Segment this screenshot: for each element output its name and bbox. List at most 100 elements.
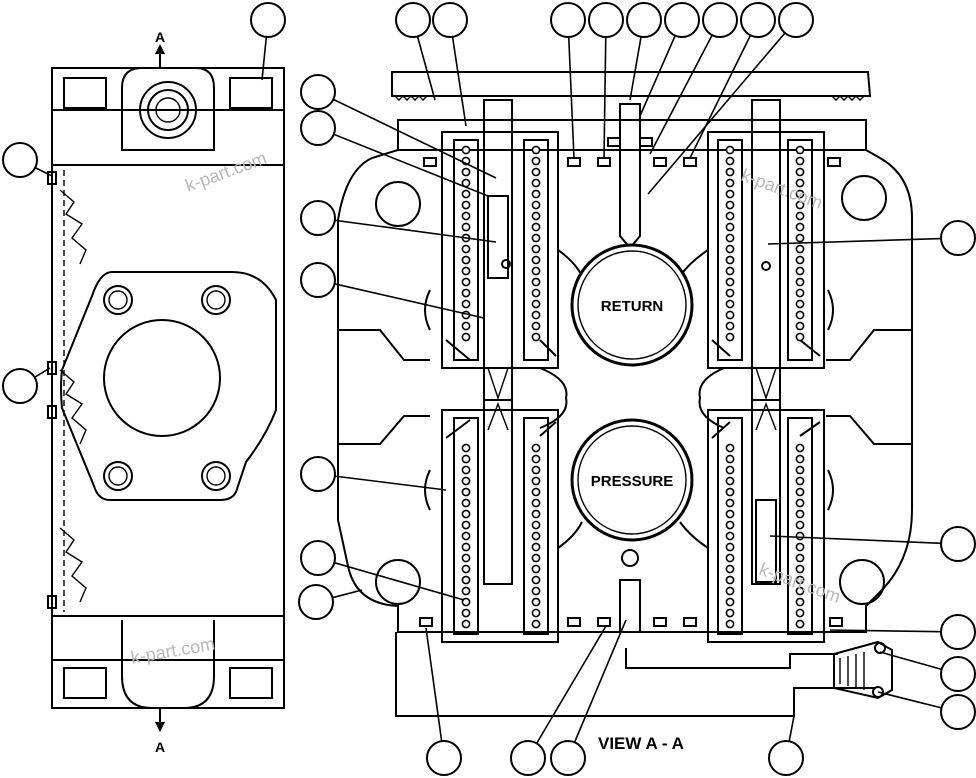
coil-turn	[531, 586, 541, 596]
coil-turn	[461, 597, 471, 607]
coil-turn	[795, 520, 805, 530]
coil-turn	[461, 619, 471, 629]
coil-turn	[531, 476, 541, 486]
o-ring-seal	[419, 617, 433, 627]
callout-leader	[649, 34, 713, 155]
coil-turn	[461, 321, 471, 331]
coil-turn	[795, 167, 805, 177]
coil-turn	[531, 542, 541, 552]
coil-turn	[725, 443, 735, 453]
coil-turn	[795, 597, 805, 607]
coil-turn	[725, 498, 735, 508]
coil-turn	[725, 597, 735, 607]
coil-turn	[725, 288, 735, 298]
coil-turn	[725, 575, 735, 585]
callout-bubble-c-bottom-1	[940, 694, 976, 730]
coil-turn	[461, 487, 471, 497]
coil-turn	[795, 244, 805, 254]
callout-bubble-c-top-6	[626, 2, 662, 38]
coil-turn	[725, 487, 735, 497]
callout-leader	[603, 36, 607, 159]
coil-turn	[531, 321, 541, 331]
coil-turn	[531, 487, 541, 497]
callout-leader	[332, 98, 497, 179]
coil-turn	[725, 266, 735, 276]
callout-bubble-c-left-1	[2, 142, 38, 178]
o-ring-seal	[827, 157, 841, 167]
o-ring-seal	[653, 617, 667, 627]
coil-turn	[461, 465, 471, 475]
coil-turn	[531, 299, 541, 309]
coil-turn	[795, 553, 805, 563]
coil-turn	[461, 255, 471, 265]
coil-turn	[461, 476, 471, 486]
top-fitting	[139, 81, 197, 139]
coil-turn	[461, 575, 471, 585]
coil-turn	[795, 222, 805, 232]
callout-leader	[879, 651, 942, 671]
callout-bubble-c-right-5	[940, 656, 976, 692]
callout-bubble-c-top-5	[588, 2, 624, 38]
coil-turn	[531, 564, 541, 574]
callout-leader	[769, 535, 942, 545]
callout-bubble-c-top-4	[550, 2, 586, 38]
coil-turn	[461, 564, 471, 574]
section-mark-bottom: A	[155, 739, 165, 755]
external-side-view	[47, 44, 285, 732]
coil-turn	[795, 211, 805, 221]
coil-turn	[795, 443, 805, 453]
coil-turn	[531, 288, 541, 298]
callout-leader	[332, 589, 363, 599]
coil-turn	[461, 211, 471, 221]
coil-turn	[531, 310, 541, 320]
callout-bubble-c-left-6	[300, 262, 336, 298]
callout-leader	[334, 219, 497, 243]
coil-turn	[531, 454, 541, 464]
callout-leader	[788, 715, 795, 742]
view-caption: VIEW A - A	[598, 734, 684, 753]
o-ring-seal	[639, 137, 653, 147]
o-ring-seal	[683, 617, 697, 627]
callout-bubble-c-top-9	[740, 2, 776, 38]
coil-turn	[795, 454, 805, 464]
callout-bubble-c-left-4	[300, 110, 336, 146]
section-mark-top: A	[155, 29, 165, 45]
coil-turn	[531, 156, 541, 166]
plug-fitting	[833, 640, 893, 700]
section-view-a-a	[337, 71, 913, 717]
callout-leader	[767, 237, 942, 245]
coil-turn	[725, 310, 735, 320]
coil-turn	[461, 266, 471, 276]
callout-bubble-c-top-2	[395, 2, 431, 38]
pressure-port	[570, 418, 694, 542]
coil-turn	[461, 520, 471, 530]
callout-leader	[261, 36, 268, 81]
o-ring-seal	[653, 157, 667, 167]
pressure-port-label: PRESSURE	[591, 473, 674, 490]
o-ring-seal	[597, 617, 611, 627]
coil-turn	[725, 255, 735, 265]
coil-turn	[461, 608, 471, 618]
coil-turn	[725, 520, 735, 530]
coil-turn	[795, 277, 805, 287]
coil-turn	[531, 145, 541, 155]
callout-bubble-c-bottom-2	[426, 740, 462, 776]
coil-turn	[531, 608, 541, 618]
coil-turn	[531, 178, 541, 188]
coil-turn	[795, 200, 805, 210]
mounting-flange	[60, 271, 277, 501]
o-ring-seal	[597, 157, 611, 167]
coil-turn	[725, 586, 735, 596]
o-ring-seal	[829, 617, 843, 627]
coil-turn	[795, 310, 805, 320]
left-spool-assembly	[441, 99, 559, 643]
coil-turn	[795, 332, 805, 342]
callout-bubble-c-right-4	[940, 614, 976, 650]
callout-bubble-c-top-10	[778, 2, 814, 38]
coil-turn	[461, 443, 471, 453]
coil-turn	[795, 255, 805, 265]
coil-turn	[725, 244, 735, 254]
coil-turn	[725, 222, 735, 232]
callout-leader	[333, 133, 489, 197]
